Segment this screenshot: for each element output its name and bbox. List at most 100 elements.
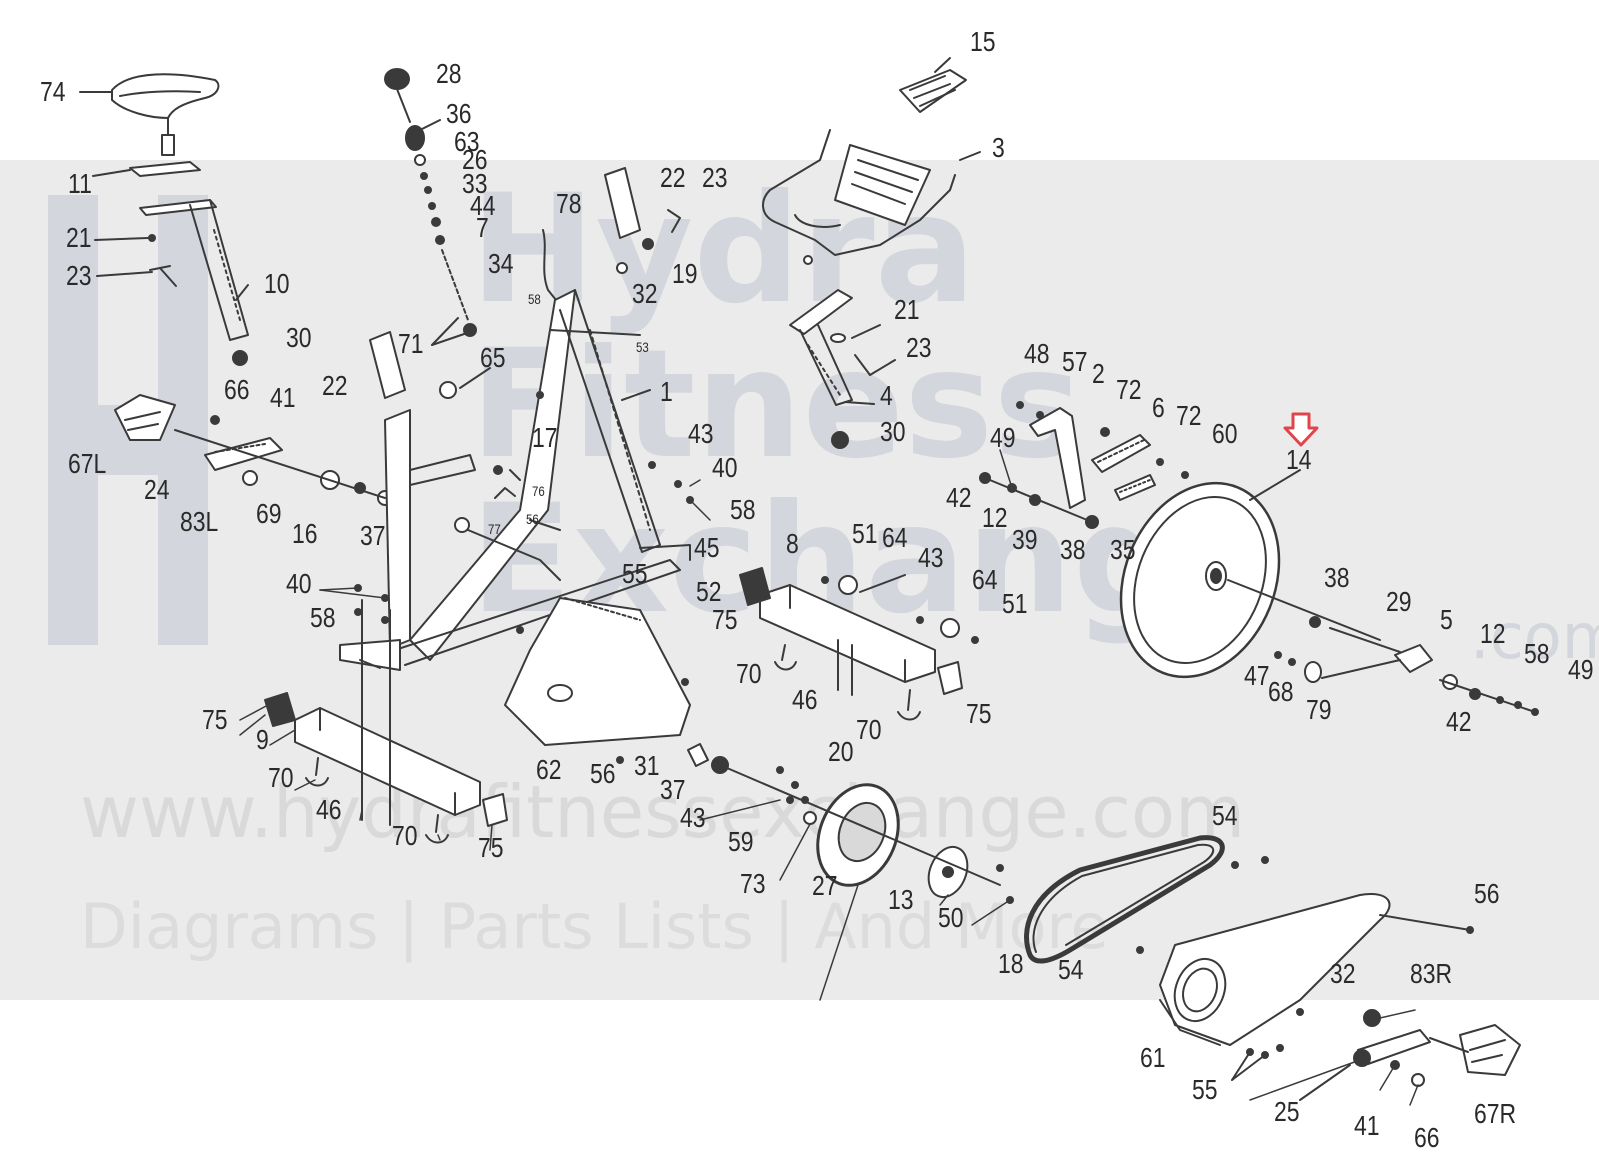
part-label-12: 12	[982, 502, 1008, 533]
front-stabilizer	[739, 567, 979, 721]
part-label-35: 35	[1110, 534, 1136, 565]
right-pedal-crank	[1299, 1009, 1521, 1101]
part-label-30b: 30	[880, 416, 906, 447]
part-label-44: 44	[470, 190, 496, 221]
part-label-83L: 83L	[180, 506, 219, 537]
part-label-59: 59	[728, 826, 754, 857]
part-label-72b: 72	[1176, 400, 1202, 431]
part-label-22: 22	[660, 162, 686, 193]
part-label-39: 39	[1012, 524, 1038, 555]
part-label-77: 77	[488, 521, 501, 537]
part-label-5: 5	[1440, 604, 1453, 635]
part-label-42: 42	[946, 482, 972, 513]
watermark-tld: .com	[1470, 600, 1599, 673]
part-label-67R: 67R	[1474, 1098, 1517, 1129]
part-label-29: 29	[1386, 586, 1412, 617]
part-label-41: 41	[270, 382, 296, 413]
part-label-51: 51	[852, 518, 878, 549]
crank-pulley	[719, 764, 1014, 904]
part-label-47: 47	[1244, 660, 1270, 691]
part-label-20: 20	[828, 736, 854, 767]
drive-belt	[1024, 835, 1225, 964]
part-label-45: 45	[694, 532, 720, 563]
part-label-28: 28	[436, 58, 462, 89]
part-label-37: 37	[360, 520, 386, 551]
part-label-40b: 40	[286, 568, 312, 599]
part-label-75d: 75	[478, 832, 504, 863]
part-label-55: 55	[622, 558, 648, 589]
part-label-31: 31	[634, 750, 660, 781]
part-label-72: 72	[1116, 374, 1142, 405]
part-label-26: 26	[462, 144, 488, 175]
watermark-band	[0, 160, 1599, 1000]
brake-assembly	[979, 401, 1189, 529]
part-label-51b: 51	[1002, 588, 1028, 619]
part-label-12b: 12	[1480, 618, 1506, 649]
part-label-14: 14	[1286, 444, 1312, 475]
part-label-7: 7	[476, 212, 489, 243]
part-label-23b: 23	[702, 162, 728, 193]
part-label-46: 46	[792, 684, 818, 715]
part-label-1: 1	[660, 376, 673, 407]
part-label-22b: 22	[322, 370, 348, 401]
axle-hardware	[1274, 616, 1539, 716]
part-label-83R: 83R	[1410, 958, 1453, 989]
part-label-58: 58	[730, 494, 756, 525]
part-label-60: 60	[1212, 418, 1238, 449]
part-label-64: 64	[882, 522, 908, 553]
rear-stabilizer	[264, 584, 508, 844]
part-label-65: 65	[480, 342, 506, 373]
outer-chain-cover	[1136, 856, 1474, 1081]
part-label-50: 50	[938, 902, 964, 933]
part-label-56b: 56	[1474, 878, 1500, 909]
part-label-30: 30	[286, 322, 312, 353]
part-label-11: 11	[68, 168, 92, 199]
part-label-69: 69	[256, 498, 282, 529]
part-label-8: 8	[786, 528, 799, 559]
part-label-25: 25	[1274, 1096, 1300, 1127]
part-label-48: 48	[1024, 338, 1050, 369]
part-label-10: 10	[264, 268, 290, 299]
part-label-18: 18	[998, 948, 1024, 979]
part-label-74: 74	[40, 76, 66, 107]
part-label-70b: 70	[856, 714, 882, 745]
part-label-67L: 67L	[68, 448, 107, 479]
part-label-79: 79	[1306, 694, 1332, 725]
part-label-64b: 64	[972, 564, 998, 595]
part-label-56: 56	[590, 758, 616, 789]
part-label-54: 54	[1212, 800, 1238, 831]
part-label-32b: 32	[1330, 958, 1356, 989]
part-label-75b: 75	[966, 698, 992, 729]
part-label-46b: 46	[316, 794, 342, 825]
part-label-33: 33	[462, 168, 488, 199]
part-label-61: 61	[1140, 1042, 1166, 1073]
part-label-41b: 41	[1354, 1110, 1380, 1141]
part-label-3: 3	[992, 132, 1005, 163]
leader-lines	[239, 449, 1419, 1106]
part-label-70c: 70	[268, 762, 294, 793]
highlight-arrow-icon	[1283, 412, 1319, 447]
part-label-66: 66	[224, 374, 250, 405]
part-label-9: 9	[256, 724, 269, 755]
part-label-17: 17	[532, 422, 558, 453]
part-label-70: 70	[736, 658, 762, 689]
part-label-78: 78	[556, 188, 582, 219]
part-label-58c: 58	[310, 602, 336, 633]
part-label-42b: 42	[1446, 706, 1472, 737]
part-label-21b: 21	[894, 294, 920, 325]
watermark-tagline: Diagrams | Parts Lists | And More	[80, 890, 1109, 963]
part-label-23c: 23	[906, 332, 932, 363]
part-label-38b: 38	[1324, 562, 1350, 593]
part-label-57: 57	[1062, 346, 1088, 377]
part-label-37b: 37	[660, 774, 686, 805]
part-label-34: 34	[488, 248, 514, 279]
part-label-76: 76	[532, 483, 545, 499]
part-label-21: 21	[66, 222, 92, 253]
part-label-68: 68	[1268, 676, 1294, 707]
flywheel	[1119, 469, 1381, 679]
part-label-73: 73	[740, 868, 766, 899]
part-label-32: 32	[632, 278, 658, 309]
part-label-38: 38	[1060, 534, 1086, 565]
part-label-75c: 75	[202, 704, 228, 735]
part-label-24: 24	[144, 474, 170, 505]
